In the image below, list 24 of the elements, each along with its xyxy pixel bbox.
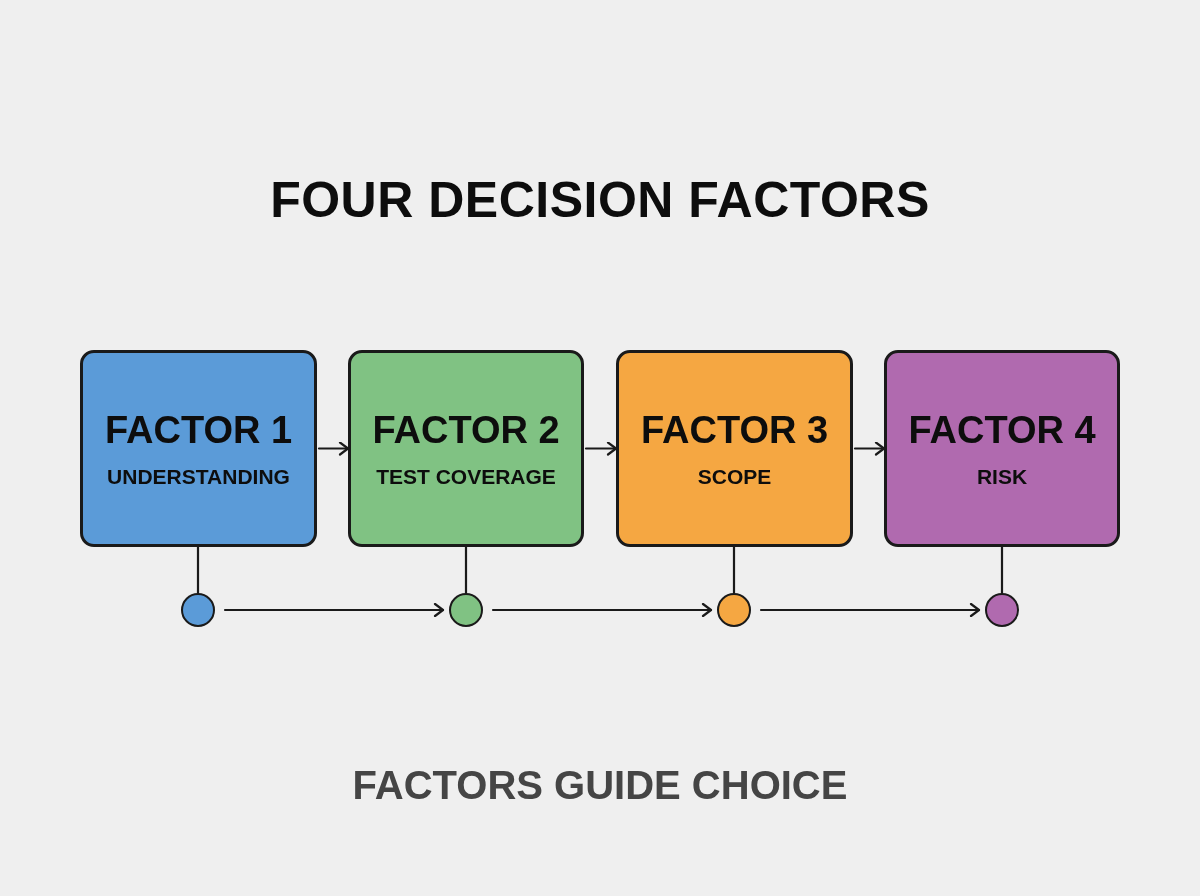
factor-box (80, 350, 317, 547)
arrow (491, 602, 713, 618)
factor-title: FACTOR 2 (372, 407, 560, 452)
factor-title: FACTOR 3 (640, 407, 829, 452)
connector-line (732, 545, 736, 595)
arrow (317, 441, 350, 456)
factor-box (616, 350, 853, 547)
arrow (223, 602, 445, 618)
connector-line (464, 545, 468, 595)
title: FOUR DECISION FACTORS (270, 171, 930, 230)
connector-line (196, 545, 200, 595)
arrow (759, 602, 981, 618)
factor-title: FACTOR 1 (104, 407, 293, 452)
factor-subtitle: RISK (976, 463, 1028, 490)
factor-subtitle: UNDERSTANDING (107, 463, 290, 490)
arrow (853, 441, 886, 456)
caption: FACTORS GUIDE CHOICE (352, 762, 848, 809)
factor-box (348, 350, 584, 547)
factor-box (884, 350, 1120, 547)
factor-subtitle: TEST COVERAGE (376, 463, 556, 490)
factor-subtitle: SCOPE (697, 463, 772, 490)
connector-line (1000, 545, 1004, 595)
factor-title: FACTOR 4 (908, 407, 1096, 452)
arrow (584, 441, 618, 456)
